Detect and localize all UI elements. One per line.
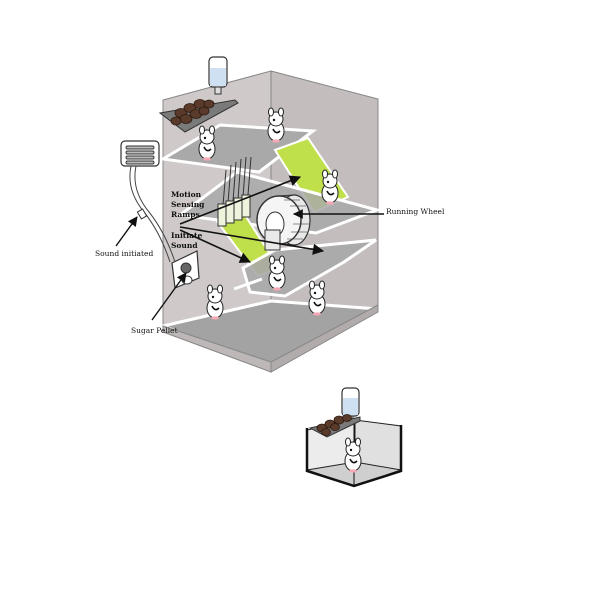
mouse-icon bbox=[268, 255, 286, 292]
water-bottle-icon bbox=[208, 56, 228, 95]
sugar-pellet-label: Sugar Pellet bbox=[131, 326, 178, 335]
mouse-icon bbox=[206, 284, 224, 321]
lower-level-rail bbox=[233, 277, 263, 291]
food-tray-icon bbox=[158, 99, 239, 133]
sugar-pellet-arrow bbox=[151, 272, 187, 321]
mouse-icon bbox=[344, 437, 362, 474]
running-wheel-icon[interactable] bbox=[256, 194, 311, 251]
mouse-icon bbox=[321, 169, 339, 206]
sensor-rod-icon bbox=[217, 156, 252, 227]
mouse-icon bbox=[308, 280, 326, 317]
cable-connector bbox=[136, 208, 148, 220]
ramp-arrows bbox=[179, 175, 325, 263]
running-wheel-label: Running Wheel bbox=[386, 207, 445, 216]
mouse-icon bbox=[267, 107, 285, 144]
food-tray-icon bbox=[308, 414, 361, 438]
mouse-icon bbox=[198, 125, 216, 162]
sound-initiated-arrow bbox=[115, 216, 138, 247]
speaker-icon bbox=[120, 140, 160, 167]
sound-initiated-label: Sound initiated bbox=[95, 249, 153, 258]
initiate-sound-label: Initiate Sound bbox=[171, 231, 205, 250]
base-front-right bbox=[270, 304, 379, 373]
motion-sensing-ramps-label: Motion Sensing Ramps bbox=[171, 190, 207, 219]
